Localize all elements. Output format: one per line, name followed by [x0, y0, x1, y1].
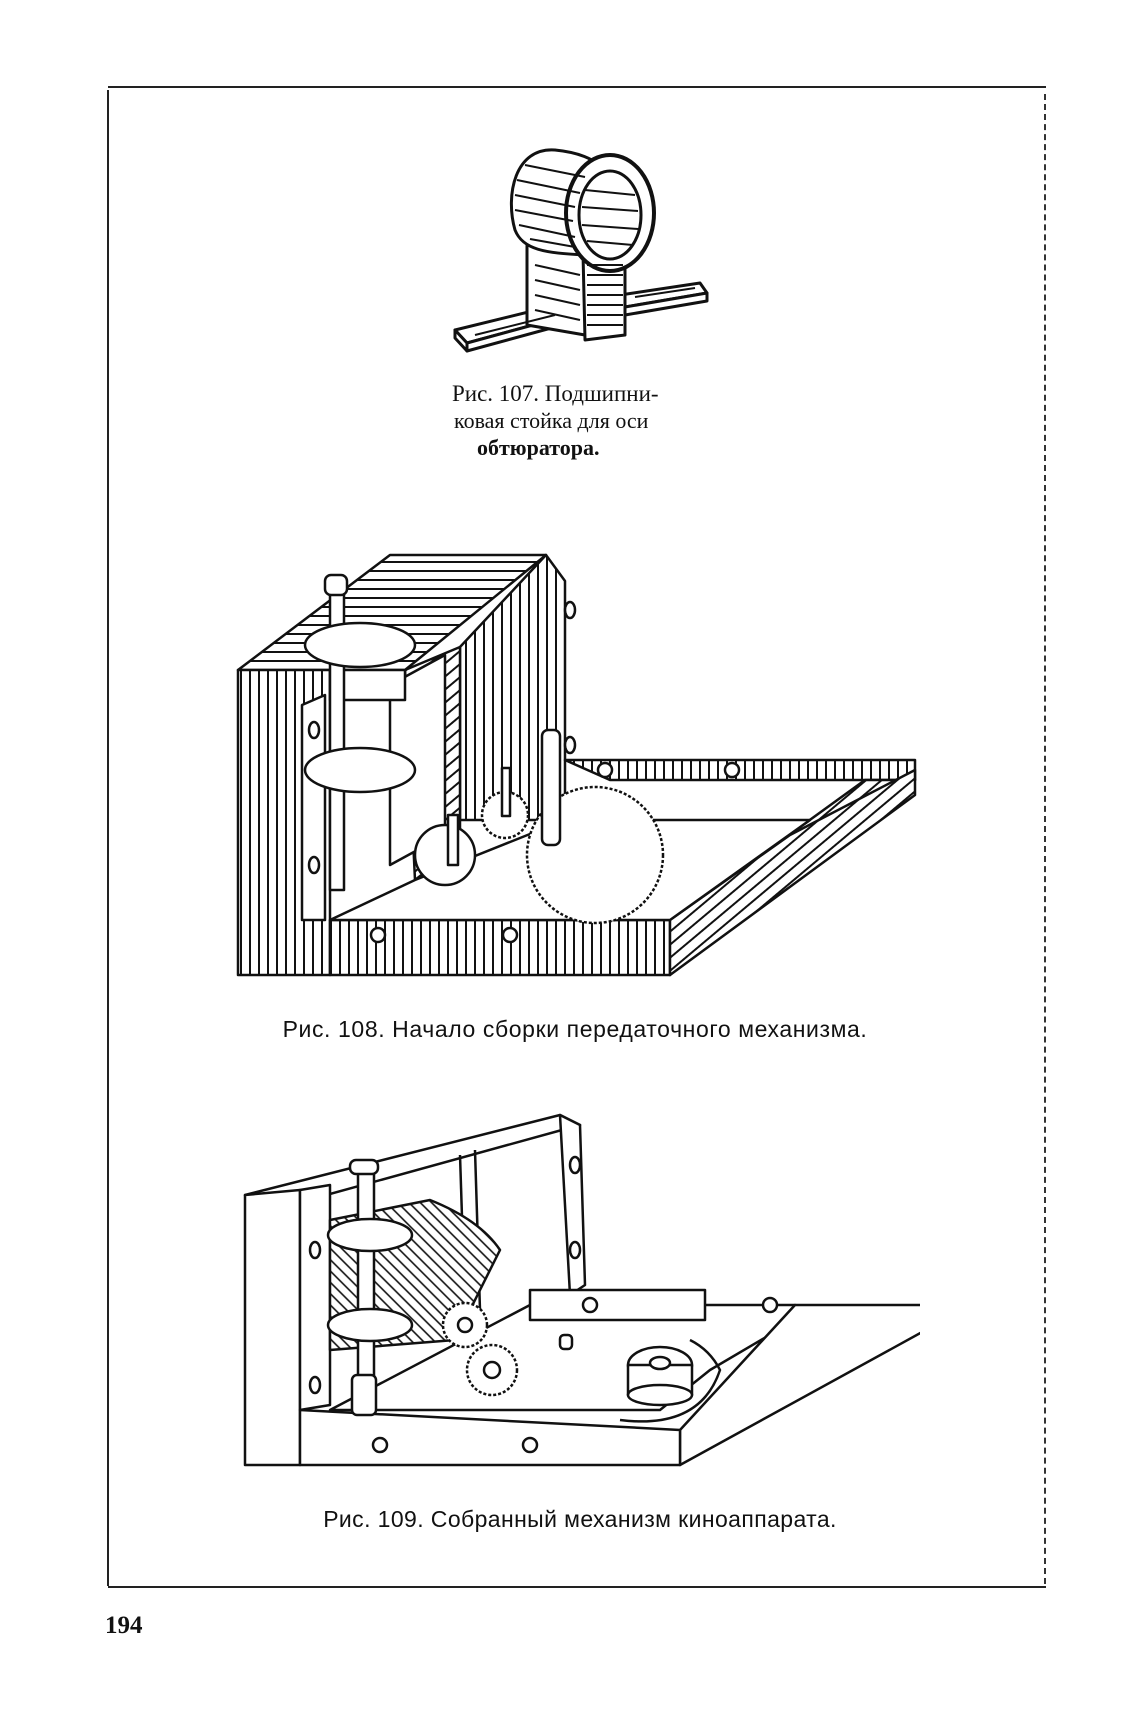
page-frame-bottom-rule [108, 1586, 1046, 1588]
page-frame-left-rule [107, 90, 109, 1586]
figure-107-bearing-stand [453, 148, 709, 353]
figure-107-caption-line-2: ковая стойка для оси [454, 408, 649, 433]
page-frame-right-rule [1044, 94, 1046, 1584]
figure-107-caption-line-3: обтюратора. [477, 435, 600, 460]
figure-108-transmission-assembly [236, 553, 917, 977]
lower-cam [303, 746, 417, 794]
lower-cam [326, 1307, 414, 1343]
upper-cam [303, 621, 417, 669]
upper-cam [326, 1217, 414, 1253]
figure-109-assembled-mechanism [243, 1113, 920, 1467]
figure-108-caption: Рис. 108. Начало сборки передаточного ме… [282, 1016, 868, 1042]
large-gear-shaft [540, 728, 562, 847]
vertical-shaft [356, 1168, 376, 1392]
base-front [298, 1408, 682, 1467]
page-number: 194 [105, 1612, 143, 1639]
page-frame-top-rule [108, 86, 1046, 88]
figure-109-caption: Рис. 109. Собранный механизм киноаппарат… [323, 1506, 837, 1532]
figure-107-caption-line-1: Рис. 107. Подшипни- [452, 381, 659, 406]
figure-107-caption: Рис. 107. Подшипни- ковая стойка для оси… [440, 380, 730, 461]
gear-with-pin [413, 823, 477, 887]
base-rail [528, 1288, 707, 1322]
left-wall [243, 1188, 302, 1467]
